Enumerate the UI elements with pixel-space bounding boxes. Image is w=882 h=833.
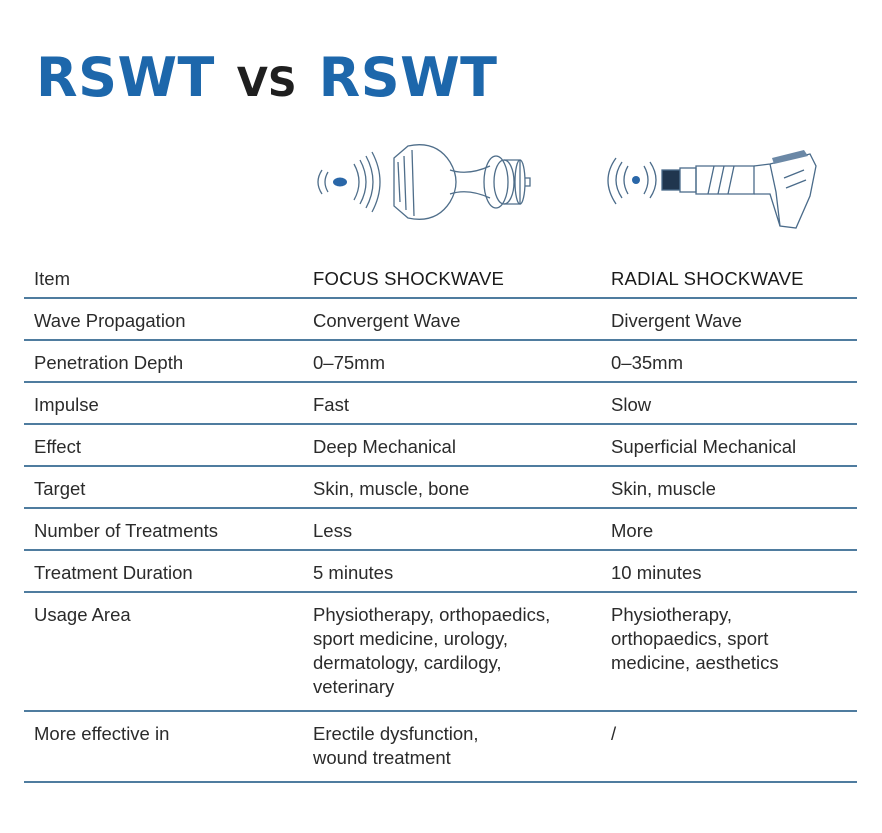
row-focus-line: Erectile dysfunction, <box>313 723 479 744</box>
row-item: Wave Propagation <box>34 310 186 331</box>
row-radial: Divergent Wave <box>611 310 742 331</box>
row-focus: Convergent Wave <box>313 310 461 331</box>
table-row: More effective in Erectile dysfunction, … <box>24 712 857 783</box>
row-focus: Skin, muscle, bone <box>313 478 470 499</box>
row-focus: 0–75mm <box>313 352 385 373</box>
table-row: Usage Area Physiotherapy, orthopaedics, … <box>24 593 857 712</box>
row-focus-line: dermatology, cardilogy, <box>313 652 502 673</box>
row-focus: Erectile dysfunction, wound treatment <box>307 712 606 781</box>
title-left-word: RSWT <box>36 46 215 109</box>
row-focus: Physiotherapy, orthopaedics, sport medic… <box>307 593 606 710</box>
row-radial-line: Physiotherapy, <box>611 604 732 625</box>
row-item: Impulse <box>34 394 99 415</box>
table-row: Penetration Depth 0–75mm 0–35mm <box>24 341 857 383</box>
row-radial: Superficial Mechanical <box>611 436 797 457</box>
row-radial: / <box>606 712 857 781</box>
table-row: Treatment Duration 5 minutes 10 minutes <box>24 551 857 593</box>
row-radial-line: medicine, aesthetics <box>611 652 779 673</box>
title-right-word: RSWT <box>318 46 498 109</box>
row-item: Treatment Duration <box>34 562 193 583</box>
title-vs: VS <box>236 60 297 106</box>
row-focus-line: wound treatment <box>313 747 451 768</box>
row-radial: Slow <box>611 394 652 415</box>
row-item: More effective in <box>34 723 170 744</box>
row-item: Usage Area <box>34 604 131 625</box>
row-item: Effect <box>34 436 81 457</box>
row-focus-line: Physiotherapy, orthopaedics, <box>313 604 551 625</box>
row-radial: Skin, muscle <box>611 478 716 499</box>
row-radial-line: orthopaedics, sport <box>611 628 769 649</box>
row-radial: 10 minutes <box>611 562 702 583</box>
focus-shockwave-device-icon <box>317 144 531 220</box>
table-row: Target Skin, muscle, bone Skin, muscle <box>24 467 857 509</box>
row-focus: Deep Mechanical <box>313 436 456 457</box>
row-radial: Physiotherapy, orthopaedics, sport medic… <box>606 593 857 710</box>
row-item: Target <box>34 478 86 499</box>
table-row: Number of Treatments Less More <box>24 509 857 551</box>
header-item: Item <box>34 268 70 289</box>
row-focus: 5 minutes <box>313 562 394 583</box>
row-item: Penetration Depth <box>34 352 184 373</box>
row-item: Number of Treatments <box>34 520 219 541</box>
row-focus: Less <box>313 520 353 541</box>
row-radial: 0–35mm <box>611 352 683 373</box>
page-title: RSWT VS RSWT <box>36 46 498 116</box>
table-row: Wave Propagation Convergent Wave Diverge… <box>24 299 857 341</box>
header-radial-shockwave: RADIAL SHOCKWAVE <box>611 268 804 289</box>
row-radial: More <box>611 520 654 541</box>
row-focus-line: sport medicine, urology, <box>313 628 509 649</box>
row-radial-line: / <box>611 723 617 744</box>
comparison-table: Item FOCUS SHOCKWAVE RADIAL SHOCKWAVE Wa… <box>24 257 857 783</box>
row-focus: Fast <box>313 394 349 415</box>
radial-shockwave-device-icon <box>607 150 817 229</box>
table-row: Effect Deep Mechanical Superficial Mecha… <box>24 425 857 467</box>
header-focus-shockwave: FOCUS SHOCKWAVE <box>313 268 505 289</box>
table-row: Impulse Fast Slow <box>24 383 857 425</box>
row-focus-line: veterinary <box>313 676 395 697</box>
table-header-row: Item FOCUS SHOCKWAVE RADIAL SHOCKWAVE <box>24 257 857 299</box>
